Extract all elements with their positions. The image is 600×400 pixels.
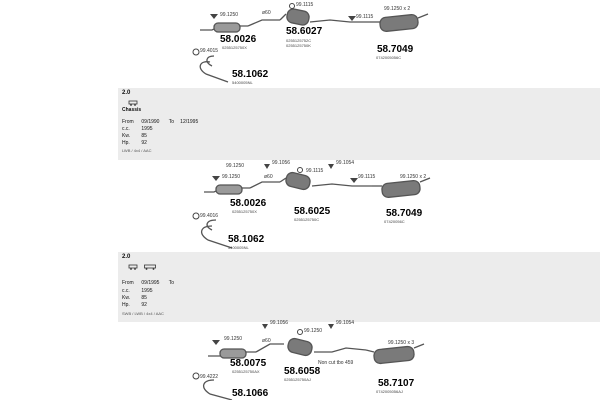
label-rubber: 99.1056 [270,320,289,326]
hp-value: 92 [141,302,147,308]
label-diameter: ø60 [262,338,271,344]
oem-number: 0255125750AJ [284,377,311,382]
from-label: From [122,280,134,286]
vehicle-info-band-2: 2.0 From 09/1995 To c.c. 1995 Kw. 85 Hp.… [118,252,600,322]
label-clamp-2: 99.1115 [358,174,376,180]
label-bracket: 99.1115 [296,2,314,8]
cc-value: 1995 [141,288,153,294]
from-value: 09/1990 [141,119,160,125]
part-number: 58.1062 [232,69,269,80]
part-number: 58.1066 [232,388,269,399]
chassis-icon [128,100,138,106]
part-number: 58.6027 [286,26,323,37]
label-gasket: 99.4015 [200,48,219,54]
exhaust-drawing [192,164,431,249]
label-bracket: 99.1115 [306,168,324,174]
oem-number: 0742005056C [376,55,402,60]
label-clamp-x2: 99.1250 x 2 [400,174,427,180]
chassis-label: Chassis [122,107,142,113]
label-note: Non cut tbo 459 [318,360,354,366]
to-label: To [168,280,175,286]
label-clamp-3: 99.1250 [226,163,245,169]
cc-label: c.c. [122,126,130,132]
engine-size: 2.0 [122,90,131,96]
oem-number: 5400005NL [232,80,253,85]
chassis-icon [128,264,138,270]
kw-value: 85 [141,295,147,301]
kw-label: Kw. [122,295,131,301]
exhaust-drawing [192,3,429,83]
label-rubber-2: 99.1054 [336,320,355,326]
exhaust-drawing [192,324,425,400]
oem-number: 5400005NL [228,245,249,250]
hp-label: Hp. [122,140,130,146]
label-rubber: 99.1056 [272,160,291,166]
oem-number: 0255125750X [232,209,257,214]
from-label: From [122,119,134,125]
engine-size: 2.0 [122,254,131,260]
cc-row: c.c. 1995 [122,126,167,132]
cc-label: c.c. [122,288,130,294]
to-label: To [168,119,175,125]
exhaust-diagram-2: 99.1250 ø60 99.1115 99.1115 99.1250 x 2 … [0,160,600,250]
model-note: SWB / LWB / 4x4 / AAC [122,311,164,316]
label-gasket: 99.4016 [200,213,219,219]
kw-value: 85 [141,133,147,139]
label-clamp-x2: 99.1250 x 2 [384,6,411,12]
label-clamp: 99.1250 [220,12,239,18]
label-clamp-3: 99.1250 [304,328,323,334]
hp-row: Hp. 92 [122,140,167,146]
hp-label: Hp. [122,302,130,308]
part-number: 58.6025 [294,206,331,217]
part-number: 58.0026 [230,198,267,209]
part-number: 58.6058 [284,366,321,377]
part-number: 58.0026 [220,34,257,45]
oem-number: 07420056C [384,219,405,224]
exhaust-diagram-3: 99.1250 ø60 99.1056 99.1250 99.1054 99.1… [0,318,600,400]
label-clamp: 99.1250 [224,336,243,342]
cc-value: 1995 [141,126,153,132]
model-note: LWB / 4x4 / AAC [122,148,152,153]
label-gasket: 99.4222 [200,374,219,380]
from-row: From 09/1995 To [122,280,179,286]
oem-number: 0255125750AX [232,369,260,374]
part-number: 58.0075 [230,358,267,369]
part-number: 58.7107 [378,378,415,389]
part-number: 58.7049 [377,44,414,55]
vehicle-info-band-1: 2.0 Chassis From 09/1990 To 12/1995 c.c.… [118,88,600,160]
kw-row: Kw. 85 [122,295,167,301]
label-clamp-2: 99.1115 [356,14,374,20]
from-value: 09/1995 [141,280,160,286]
to-value: 12/1995 [180,119,199,125]
hp-row: Hp. 92 [122,302,167,308]
label-diameter: ø60 [262,10,271,16]
chassis-long-icon [144,264,156,270]
kw-label: Kw. [122,133,131,139]
part-number: 58.1062 [228,234,265,245]
label-rubber-2: 99.1054 [336,160,355,166]
oem-number: 0255125750C [294,217,320,222]
label-clamp: 99.1250 [222,174,241,180]
oem-number: 0255125752C 0255125750K [286,38,312,48]
oem-number: 0742005056AJ [376,389,403,394]
exhaust-diagram-1: 99.1250 ø60 99.1115 99.1115 99.1250 x 2 … [0,0,600,88]
oem-number: 0255125750X [222,45,247,50]
kw-row: Kw. 85 [122,133,167,139]
from-row: From 09/1990 To 12/1995 [122,119,198,125]
hp-value: 92 [141,140,147,146]
cc-row: c.c. 1995 [122,288,167,294]
label-diameter: ø60 [264,174,273,180]
label-clamp-x3: 99.1250 x 3 [388,340,415,346]
part-number: 58.7049 [386,208,423,219]
